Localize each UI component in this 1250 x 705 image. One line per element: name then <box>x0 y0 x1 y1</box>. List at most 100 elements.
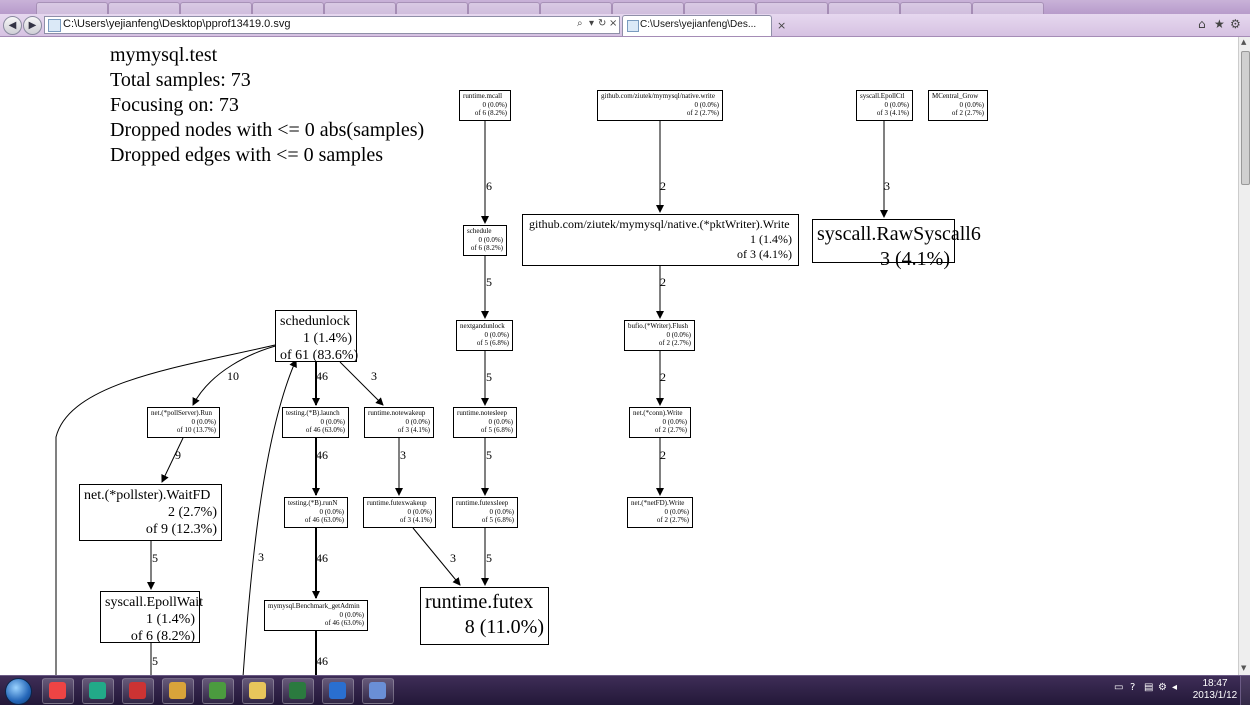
node-samples: 0 (0.0%) <box>666 330 692 339</box>
node-samples: 0 (0.0%) <box>320 417 346 426</box>
node-samples: 0 (0.0%) <box>405 417 431 426</box>
node-pktwriter: github.com/ziutek/mymysql/native.(*pktWr… <box>522 214 799 266</box>
home-icon[interactable]: ⌂ <box>1198 17 1206 31</box>
background-tab[interactable] <box>36 2 108 14</box>
taskbar-app-chrome[interactable] <box>82 678 114 704</box>
node-name: net.(*conn).Write <box>633 409 683 417</box>
background-tab[interactable] <box>252 2 324 14</box>
stop-icon[interactable]: × <box>609 18 618 29</box>
edge-label: 5 <box>486 448 492 462</box>
node-samples: 0 (0.0%) <box>191 417 217 426</box>
node-samples: of 2 (2.7%) <box>951 109 984 117</box>
node-name: net.(*pollServer).Run <box>151 409 213 417</box>
active-tab-label: C:\Users\yejianfeng\Des... <box>640 19 757 30</box>
taskbar-app-red-app[interactable] <box>122 678 154 704</box>
scroll-down-icon[interactable]: ▼ <box>1241 664 1247 672</box>
node-name: bufio.(*Writer).Flush <box>628 322 688 330</box>
scroll-up-icon[interactable]: ▲ <box>1241 38 1247 46</box>
search-icon[interactable]: ⌕ <box>577 18 583 29</box>
browser-tab-strip <box>0 0 1250 14</box>
start-button[interactable] <box>5 678 32 705</box>
address-text: C:\Users\yejianfeng\Desktop\pprof13419.0… <box>63 18 291 30</box>
background-tab[interactable] <box>972 2 1044 14</box>
show-desktop-button[interactable] <box>1240 676 1250 705</box>
taskbar-app-settings[interactable] <box>362 678 394 704</box>
network-icon[interactable]: ▤ <box>1144 682 1154 693</box>
browser-toolbar: ◀ ▶ C:\Users\yejianfeng\Desktop\pprof134… <box>0 14 1250 37</box>
taskbar-app-evernote[interactable] <box>202 678 234 704</box>
background-tab[interactable] <box>324 2 396 14</box>
background-tab[interactable] <box>180 2 252 14</box>
node-samples: 0 (0.0%) <box>884 100 910 109</box>
tools-icon[interactable]: ⚙ <box>1230 17 1241 31</box>
back-button[interactable]: ◀ <box>3 16 22 35</box>
background-tab[interactable] <box>684 2 756 14</box>
edge-label: 5 <box>152 654 158 668</box>
address-bar[interactable]: C:\Users\yejianfeng\Desktop\pprof13419.0… <box>44 16 620 34</box>
explorer-icon <box>249 682 266 699</box>
background-tab[interactable] <box>900 2 972 14</box>
node-samples: 0 (0.0%) <box>478 235 504 244</box>
background-tab[interactable] <box>468 2 540 14</box>
background-tab[interactable] <box>540 2 612 14</box>
clock[interactable]: 18:47 2013/1/12 <box>1192 678 1238 702</box>
tab-page-icon <box>627 20 639 32</box>
edge-line <box>55 344 276 675</box>
refresh-icon[interactable]: ↻ <box>598 18 607 29</box>
edge-label: 3 <box>884 179 890 193</box>
visio-icon <box>289 682 306 699</box>
taskbar-app-terminal[interactable] <box>162 678 194 704</box>
node-samples: 0 (0.0%) <box>488 417 514 426</box>
edge-line <box>192 343 284 406</box>
node-samples: of 5 (6.8%) <box>481 516 514 524</box>
close-tab-icon[interactable]: × <box>777 19 787 32</box>
taskbar-app-media-player[interactable] <box>42 678 74 704</box>
scroll-thumb[interactable] <box>1241 51 1250 185</box>
node-samples: of 6 (8.2%) <box>470 244 503 252</box>
edge-label: 9 <box>175 448 181 462</box>
node-samples: 0 (0.0%) <box>664 507 690 516</box>
taskbar-app-explorer[interactable] <box>242 678 274 704</box>
node-name: github.com/ziutek/mymysql/native.write <box>601 92 715 100</box>
taskbar-app-ie[interactable] <box>322 678 354 704</box>
volume-icon[interactable]: ◂ <box>1172 682 1178 693</box>
node-samples: of 9 (12.3%) <box>145 522 217 537</box>
node-samples: of 2 (2.7%) <box>658 339 691 347</box>
forward-button[interactable]: ▶ <box>23 16 42 35</box>
background-tab[interactable] <box>108 2 180 14</box>
background-tab[interactable] <box>756 2 828 14</box>
node-name: github.com/ziutek/mymysql/native.(*pktWr… <box>529 217 790 231</box>
dropdown-icon[interactable]: ▾ <box>589 18 595 29</box>
settings-tray-icon[interactable]: ⚙ <box>1158 682 1167 693</box>
edge-label: 5 <box>486 275 492 289</box>
background-tab[interactable] <box>828 2 900 14</box>
node-name: runtime.notewakeup <box>368 409 426 417</box>
node-samples: of 61 (83.6%) <box>280 348 359 363</box>
node-name: testing.(*B).launch <box>286 409 340 417</box>
keyboard-icon[interactable]: ▭ <box>1114 682 1124 693</box>
node-name: runtime.futexwakeup <box>367 499 427 507</box>
favorites-icon[interactable]: ★ <box>1214 17 1225 31</box>
media-player-icon <box>49 682 66 699</box>
edge-label: 3 <box>258 550 264 564</box>
background-tab[interactable] <box>612 2 684 14</box>
edge-label: 5 <box>486 370 492 384</box>
node-samples: of 5 (6.8%) <box>480 426 513 434</box>
taskbar-app-visio[interactable] <box>282 678 314 704</box>
node-name: syscall.RawSyscall6 <box>817 223 981 245</box>
node-samples: 0 (0.0%) <box>959 100 985 109</box>
vertical-scrollbar[interactable]: ▲ ▼ <box>1238 37 1250 675</box>
edge-line <box>339 361 384 406</box>
background-tab[interactable] <box>396 2 468 14</box>
help-icon[interactable]: ? <box>1130 682 1136 693</box>
active-tab[interactable]: C:\Users\yejianfeng\Des... × <box>622 15 786 36</box>
node-samples: of 2 (2.7%) <box>686 109 719 117</box>
edge-label: 2 <box>660 275 666 289</box>
